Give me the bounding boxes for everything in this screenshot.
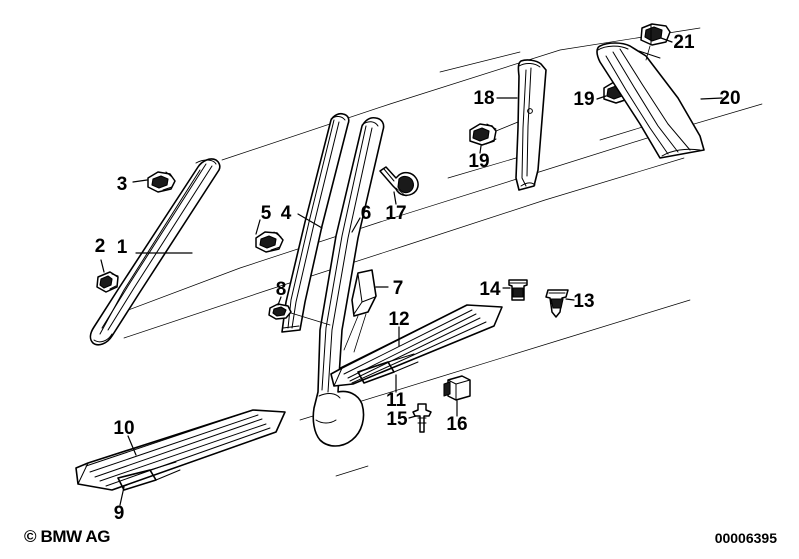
- part-b-pillar-nut[interactable]: [268, 303, 331, 326]
- callout-8: 8: [276, 279, 287, 300]
- callout-3: 3: [117, 174, 128, 195]
- part-b-pillar-trim-rear[interactable]: [312, 116, 385, 447]
- part-c-pillar-trim-front[interactable]: [515, 59, 547, 191]
- part-c-pillar-trim-rear[interactable]: [596, 42, 705, 159]
- callout-14: 14: [479, 279, 501, 300]
- part-expansion-rivet[interactable]: [545, 289, 569, 318]
- callout-17: 17: [385, 203, 406, 224]
- callout-1: 1: [117, 237, 128, 258]
- callout-15: 15: [386, 409, 408, 430]
- copyright-notice: © BMW AG: [24, 527, 111, 546]
- part-b-pillar-bracket[interactable]: [343, 269, 377, 353]
- part-b-pillar-screw[interactable]: [379, 166, 419, 197]
- callout-19-rear: 19: [573, 89, 594, 110]
- callout-12: 12: [388, 309, 409, 330]
- callout-numbers: 1 2 3 4 5 6 7 8 9 10 11 12 13 14 15 16 1…: [95, 32, 741, 524]
- callout-19-front: 19: [468, 151, 489, 172]
- callout-13: 13: [573, 291, 594, 312]
- callout-5: 5: [261, 203, 272, 224]
- part-a-pillar-clip-upper[interactable]: [147, 171, 176, 193]
- part-b-pillar-clip[interactable]: [255, 231, 284, 253]
- callout-9: 9: [114, 503, 125, 524]
- diagram-footer: © BMW AG 00006395: [0, 521, 799, 559]
- callout-20: 20: [719, 88, 740, 109]
- part-c-pillar-clip-front[interactable]: [469, 121, 519, 146]
- callout-11: 11: [386, 390, 407, 411]
- callout-leader-lines: [100, 37, 723, 506]
- part-roof-clip[interactable]: [640, 23, 671, 61]
- part-front-sill-trim[interactable]: [330, 304, 503, 387]
- part-a-pillar-clip-lower[interactable]: [96, 271, 119, 293]
- part-sill-screw[interactable]: [412, 403, 432, 433]
- callout-4: 4: [281, 203, 292, 224]
- callout-18: 18: [473, 88, 494, 109]
- callout-10: 10: [113, 418, 134, 439]
- callout-21: 21: [673, 32, 695, 53]
- callout-16: 16: [446, 414, 467, 435]
- part-sill-clip-square[interactable]: [443, 375, 471, 401]
- drawing-number: 00006395: [714, 530, 777, 546]
- part-sill-clip-mushroom[interactable]: [508, 279, 528, 301]
- callout-7: 7: [393, 278, 404, 299]
- callout-6: 6: [361, 203, 372, 224]
- part-rear-sill-trim[interactable]: [75, 409, 286, 491]
- callout-2: 2: [95, 236, 106, 257]
- part-a-pillar-trim[interactable]: [89, 158, 221, 346]
